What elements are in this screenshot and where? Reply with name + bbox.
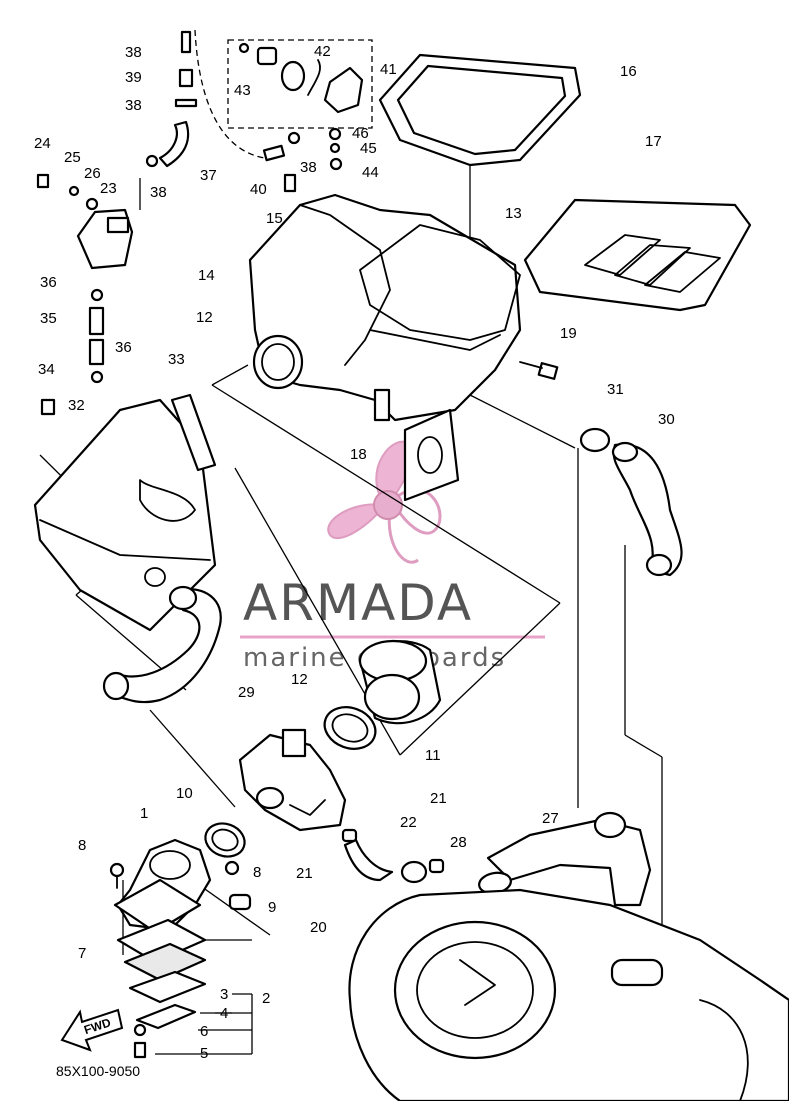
callout-8-a: 8 xyxy=(78,837,86,854)
callout-41: 41 xyxy=(380,61,397,78)
callout-29: 29 xyxy=(238,684,255,701)
part-21-clip-2 xyxy=(428,858,445,874)
callout-45: 45 xyxy=(360,140,377,157)
callout-4: 4 xyxy=(220,1005,228,1022)
callout-40: 40 xyxy=(250,181,267,198)
callout-36-a: 36 xyxy=(40,274,57,291)
callout-46: 46 xyxy=(352,125,369,142)
part-27-duct xyxy=(486,811,652,907)
callout-16: 16 xyxy=(620,63,637,80)
callout-2: 2 xyxy=(262,990,270,1007)
callout-43: 43 xyxy=(234,82,251,99)
callout-15: 15 xyxy=(266,210,283,227)
callout-11: 11 xyxy=(425,747,441,764)
callout-37: 37 xyxy=(200,167,217,184)
callout-35: 35 xyxy=(40,310,57,327)
part-9-clip xyxy=(228,893,252,911)
part-17-cleaner-cover xyxy=(523,198,752,312)
callout-39: 39 xyxy=(125,69,142,86)
callout-3: 3 xyxy=(220,986,228,1003)
callout-8-b: 8 xyxy=(253,864,261,881)
callout-10: 10 xyxy=(176,785,193,802)
callout-33: 33 xyxy=(168,351,185,368)
part-41-42-43-valve xyxy=(238,42,364,114)
callout-13: 13 xyxy=(505,205,522,222)
part-14-cleaner-case xyxy=(248,193,522,422)
callout-5: 5 xyxy=(200,1045,208,1062)
callout-12-b: 12 xyxy=(291,671,308,688)
callout-25: 25 xyxy=(64,149,81,166)
part-22-clip xyxy=(400,860,428,884)
part-21-clip xyxy=(341,828,358,843)
forward-arrow-icon: FWD xyxy=(60,1008,124,1052)
callout-30: 30 xyxy=(658,411,675,428)
drawing-code: 85X100-9050 xyxy=(56,1063,140,1079)
parts-24-26 xyxy=(36,173,99,211)
callout-9: 9 xyxy=(268,899,276,916)
part-11-joint xyxy=(358,639,442,725)
part-8-screw xyxy=(109,862,125,889)
part-1-manifold xyxy=(113,838,212,934)
callout-44: 44 xyxy=(362,164,379,181)
part-4-reed-plate xyxy=(128,970,207,1004)
armada-watermark: ARMADA marine outboards xyxy=(240,440,545,673)
part-16-filter-frame xyxy=(378,53,582,167)
part-30-hose xyxy=(611,441,683,577)
parts-40-46 xyxy=(262,127,343,193)
callout-18: 18 xyxy=(350,446,367,463)
carburetor xyxy=(238,728,347,832)
part-10-clamp xyxy=(204,822,246,858)
callout-38-b: 38 xyxy=(125,97,142,114)
parts-34-36 xyxy=(40,288,105,416)
callout-labels: 38 39 38 42 43 41 16 24 25 26 23 37 38 4… xyxy=(34,43,675,1062)
callout-32: 32 xyxy=(68,397,85,414)
callout-19: 19 xyxy=(560,325,577,342)
part-12-clamp-lower xyxy=(323,706,377,750)
callout-36-b: 36 xyxy=(115,339,132,356)
part-12-clamp-upper xyxy=(252,334,304,390)
part-20-hose xyxy=(343,838,394,882)
callout-42: 42 xyxy=(314,43,331,60)
callout-7: 7 xyxy=(78,945,86,962)
callout-27: 27 xyxy=(542,810,559,827)
callout-21-a: 21 xyxy=(296,865,313,882)
crankcase xyxy=(348,888,789,1101)
callout-28: 28 xyxy=(450,834,467,851)
part-8-screw-2 xyxy=(224,860,240,876)
callout-38-c: 38 xyxy=(150,184,167,201)
part-3-reed-valve xyxy=(123,942,207,982)
callout-1: 1 xyxy=(140,805,148,822)
callout-20: 20 xyxy=(310,919,327,936)
callout-17: 17 xyxy=(645,133,662,150)
callout-34: 34 xyxy=(38,361,55,378)
callout-21-b: 21 xyxy=(430,790,447,807)
callout-38-a: 38 xyxy=(125,44,142,61)
part-31-band xyxy=(579,427,611,453)
part-29-hose xyxy=(102,585,222,704)
part-6-stopper xyxy=(133,1003,197,1037)
callout-24: 24 xyxy=(34,135,51,152)
parts-38-39-37 xyxy=(145,30,198,168)
part-33-plate xyxy=(170,393,217,472)
part-5-screw xyxy=(133,1041,147,1059)
callout-12-a: 12 xyxy=(196,309,213,326)
callout-6: 6 xyxy=(200,1023,208,1040)
callout-23: 23 xyxy=(100,180,117,197)
callout-31: 31 xyxy=(607,381,624,398)
part-18-gasket xyxy=(403,408,460,502)
callout-22: 22 xyxy=(400,814,417,831)
callout-14: 14 xyxy=(198,267,215,284)
part-19-bolt xyxy=(519,361,559,380)
part-23-control-unit xyxy=(76,208,134,270)
callout-38-d: 38 xyxy=(300,159,317,176)
watermark-brand: ARMADA xyxy=(243,574,473,632)
part-32-silencer xyxy=(33,398,217,632)
callout-26: 26 xyxy=(84,165,101,182)
